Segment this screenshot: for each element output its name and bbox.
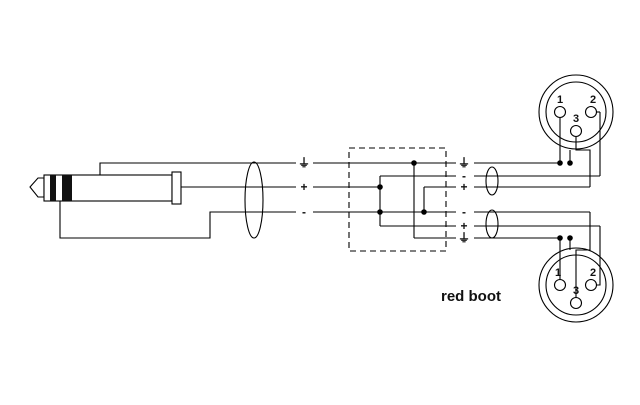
- plug-ring-1: [50, 175, 56, 201]
- label-ground-bottom: ⏚: [458, 231, 470, 245]
- plug-ring-2: [62, 175, 72, 201]
- xlr-top-pin-label-3: 3: [573, 113, 579, 125]
- label-minus-top: -: [462, 169, 466, 183]
- xlr-top-pin-2: [584, 105, 598, 119]
- xlr-bottom-pin-label-2: 2: [590, 267, 596, 279]
- xlr-top-pin-label-1: 1: [557, 94, 563, 106]
- cable-shield-bottom: [485, 209, 499, 239]
- xlr-top-pin-3: [569, 124, 583, 138]
- label-plus-top: +: [460, 180, 467, 194]
- label-minus-bottom: -: [462, 205, 466, 219]
- plug-flange: [171, 171, 182, 205]
- xlr-bottom-pin-label-1: 1: [555, 267, 561, 279]
- splitter-input-lines: [313, 162, 414, 213]
- xlr-top-pin-label-2: 2: [590, 94, 596, 106]
- xlr-bottom-wires: [557, 212, 601, 297]
- splitter-wiring: [379, 162, 456, 239]
- xlr-bottom-pin-2: [584, 278, 598, 292]
- plug-tip: [29, 177, 45, 198]
- cable-shield-left: [244, 161, 264, 239]
- xlr-bottom-pin-3: [569, 296, 583, 310]
- label-minus-left: -: [302, 205, 306, 219]
- label-plus-left: +: [300, 180, 307, 194]
- label-ground-top: ⏚: [458, 156, 470, 170]
- plug-wires: [59, 162, 296, 239]
- xlr-top-wires: [557, 111, 601, 187]
- xlr-bottom-pin-1: [553, 278, 567, 292]
- xlr-top-pin-1: [553, 105, 567, 119]
- splitter-junctions: [377, 160, 427, 215]
- label-ground-left: ⏚: [298, 156, 310, 170]
- trs-plug: [29, 171, 182, 205]
- cable-shield-top: [485, 166, 499, 196]
- output-lines: [474, 162, 600, 239]
- label-plus-bottom: +: [460, 219, 467, 233]
- red-boot-label: red boot: [441, 288, 501, 305]
